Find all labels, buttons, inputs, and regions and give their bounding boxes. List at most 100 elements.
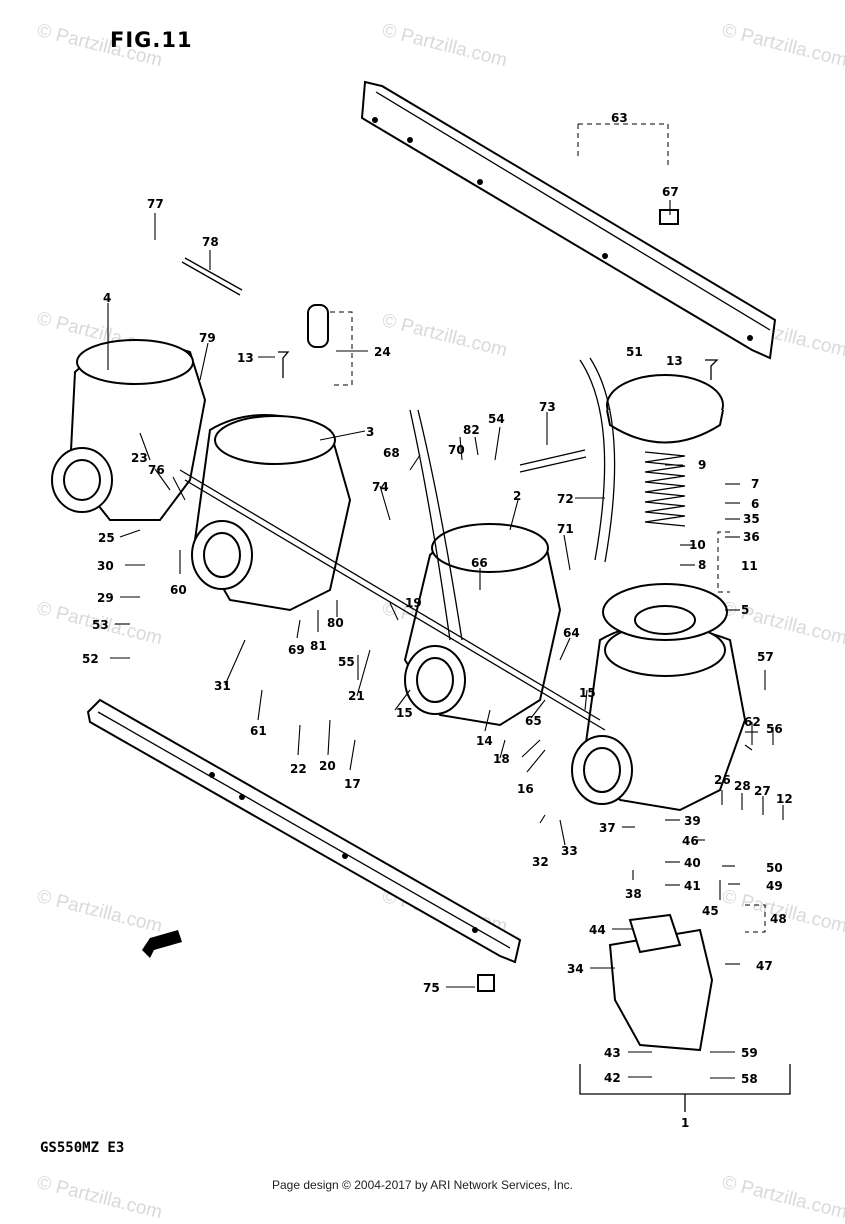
callout-70: 70 <box>448 443 465 457</box>
callout-56: 56 <box>766 722 783 736</box>
callout-6: 6 <box>751 497 759 511</box>
callout-49: 49 <box>766 879 783 893</box>
callout-80: 80 <box>327 616 344 630</box>
callout-28: 28 <box>734 779 751 793</box>
callout-65: 65 <box>525 714 542 728</box>
cap-24 <box>307 304 329 348</box>
callout-44: 44 <box>589 923 606 937</box>
callout-32: 32 <box>532 855 549 869</box>
group-bracket-1 <box>579 1064 791 1112</box>
callout-14: 14 <box>476 734 493 748</box>
callout-13b: 13 <box>666 354 683 368</box>
callout-5: 5 <box>741 603 749 617</box>
group-bracket-63 <box>577 123 669 168</box>
screw-67 <box>659 209 679 225</box>
callout-51: 51 <box>626 345 643 359</box>
callout-13a: 13 <box>237 351 254 365</box>
callout-71: 71 <box>557 522 574 536</box>
callout-79: 79 <box>199 331 216 345</box>
screw-75 <box>477 974 495 992</box>
callout-24: 24 <box>374 345 391 359</box>
callout-58: 58 <box>741 1072 758 1086</box>
page-footer: Page design © 2004-2017 by ARI Network S… <box>271 1178 573 1192</box>
callout-37: 37 <box>599 821 616 835</box>
callout-73: 73 <box>539 400 556 414</box>
callout-27: 27 <box>754 784 771 798</box>
callout-22: 22 <box>290 762 307 776</box>
float-chamber-part <box>608 913 714 1052</box>
callout-16: 16 <box>517 782 534 796</box>
callout-35: 35 <box>743 512 760 526</box>
carburetor-body-2 <box>403 523 562 727</box>
callout-63: 63 <box>611 111 628 125</box>
callout-82: 82 <box>463 423 480 437</box>
callout-9: 9 <box>698 458 706 472</box>
callout-15a: 15 <box>396 706 413 720</box>
callout-81: 81 <box>310 639 327 653</box>
callout-42: 42 <box>604 1071 621 1085</box>
spring-part <box>644 451 686 527</box>
callout-2: 2 <box>513 489 521 503</box>
figure-title: FIG.11 <box>110 28 193 52</box>
callout-4: 4 <box>103 291 111 305</box>
callout-39: 39 <box>684 814 701 828</box>
callout-19: 19 <box>405 596 422 610</box>
callout-55: 55 <box>338 655 355 669</box>
carburetor-body-3 <box>191 414 352 612</box>
callout-31: 31 <box>214 679 231 693</box>
vent-hose <box>409 409 463 641</box>
callout-57: 57 <box>757 650 774 664</box>
callout-20: 20 <box>319 759 336 773</box>
group-bracket-11 <box>717 531 730 593</box>
callout-59: 59 <box>741 1046 758 1060</box>
callout-60: 60 <box>170 583 187 597</box>
callout-48: 48 <box>770 912 787 926</box>
callout-29: 29 <box>97 591 114 605</box>
callout-47: 47 <box>756 959 773 973</box>
bottom-plate-part <box>86 698 522 964</box>
callout-74: 74 <box>372 480 389 494</box>
callout-17: 17 <box>344 777 361 791</box>
callout-1: 1 <box>681 1116 689 1130</box>
screw-13 <box>278 351 290 378</box>
callout-36: 36 <box>743 530 760 544</box>
group-bracket-24 <box>330 311 353 386</box>
callout-labels: 1 2 3 4 5 6 7 8 9 10 11 12 13 13 14 15 1… <box>82 111 793 1130</box>
throttle-shaft <box>184 479 606 731</box>
callout-53: 53 <box>92 618 109 632</box>
callout-40: 40 <box>684 856 701 870</box>
model-label: GS550MZ E3 <box>40 1140 125 1156</box>
callout-67: 67 <box>662 185 679 199</box>
group-bracket-48 <box>745 904 766 933</box>
callout-38: 38 <box>625 887 642 901</box>
callout-45: 45 <box>702 904 719 918</box>
callout-68: 68 <box>383 446 400 460</box>
callout-64: 64 <box>563 626 580 640</box>
spring-78 <box>181 257 243 296</box>
callout-30: 30 <box>97 559 114 573</box>
diaphragm-part <box>602 583 728 641</box>
carburetor-body-4 <box>51 339 207 521</box>
vent-hose <box>579 357 616 563</box>
callout-26: 26 <box>714 773 731 787</box>
callout-72: 72 <box>557 492 574 506</box>
callout-7: 7 <box>751 477 759 491</box>
callout-76: 76 <box>148 463 165 477</box>
callout-25: 25 <box>98 531 115 545</box>
callout-33: 33 <box>561 844 578 858</box>
callout-12: 12 <box>776 792 793 806</box>
callout-3: 3 <box>366 425 374 439</box>
front-arrow-icon <box>142 930 182 958</box>
leader-lines <box>107 200 784 1079</box>
top-plate-part <box>360 80 777 360</box>
callout-78: 78 <box>202 235 219 249</box>
callout-54: 54 <box>488 412 505 426</box>
callout-52: 52 <box>82 652 99 666</box>
callout-61: 61 <box>250 724 267 738</box>
callout-43: 43 <box>604 1046 621 1060</box>
callout-8: 8 <box>698 558 706 572</box>
callout-75: 75 <box>423 981 440 995</box>
callout-15b: 15 <box>579 686 596 700</box>
top-cap-part <box>606 374 724 444</box>
